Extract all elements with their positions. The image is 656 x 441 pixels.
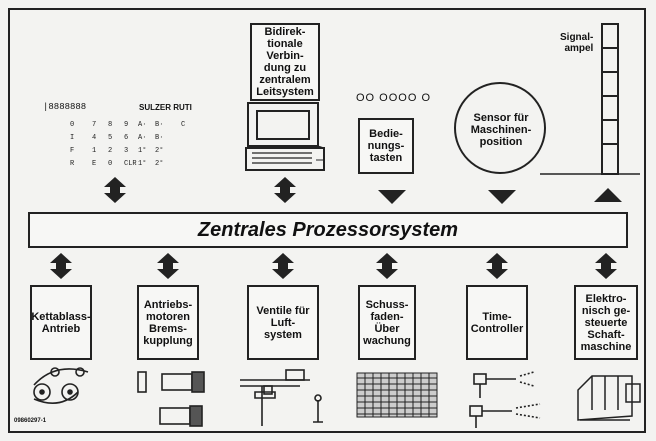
sensor-label: Sensor für Maschinen- position — [470, 112, 532, 148]
bottom-box-schussfaden: Schuss- faden- Über wachung — [358, 285, 416, 360]
terminal-label-box: Bidirek- tionale Verbin- dung zu zentral… — [250, 23, 320, 101]
outer-frame — [8, 8, 646, 433]
bottom-arrows — [50, 253, 617, 279]
panel-display: |8888888 — [43, 102, 87, 112]
bottom-box-kettablass: Kettablass- Antrieb — [30, 285, 92, 360]
keypad-key: 0 — [108, 160, 112, 168]
dobby-machine-icon — [577, 375, 641, 421]
keypad-key: B· — [155, 134, 163, 142]
keypad-key: B· — [155, 121, 163, 129]
keypad-key: 6 — [124, 134, 128, 142]
warp-drive-icon — [33, 367, 89, 404]
time-controller-icon — [469, 371, 541, 428]
keypad-key: A· — [138, 134, 146, 142]
motor-brake-icon — [137, 371, 205, 427]
weft-monitor-icon — [356, 372, 438, 418]
panel-brand: SULZER RUTI — [139, 103, 192, 112]
keypad-key: C — [181, 121, 185, 129]
keypad-key: 0 — [70, 121, 74, 129]
keypad-key: I — [70, 134, 74, 142]
valve-icon — [240, 369, 323, 426]
keypad-key: F — [70, 147, 74, 155]
bottom-box-schaftmaschine: Elektro- nisch ge- steuerte Schaft- masc… — [574, 285, 638, 360]
keypad-key: 1 — [92, 147, 96, 155]
bottom-box-ventile: Ventile für Luft- system — [247, 285, 319, 360]
keypad-key: 8 — [108, 121, 112, 129]
keypad-key: A· — [138, 121, 146, 129]
keypad-key: CLR — [124, 160, 137, 168]
central-processor-box: Zentrales Prozessorsystem — [28, 212, 628, 248]
bottom-box-time-controller: Time- Controller — [466, 285, 528, 360]
control-panel: |8888888 SULZER RUTI — [35, 94, 203, 172]
keypad-key: 9 — [124, 121, 128, 129]
buttons-label-box: Bedie- nungs- tasten — [358, 118, 414, 174]
keypad-key: E — [92, 160, 96, 168]
terminal-icon — [245, 102, 325, 171]
keypad-key: R — [70, 160, 75, 168]
keypad-key: 7 — [92, 121, 96, 129]
top-arrows — [104, 177, 622, 204]
figure-code: 09860297-1 — [14, 418, 47, 424]
signal-tower-icon — [540, 23, 640, 175]
keypad-key: 3 — [124, 147, 128, 155]
keypad-key: 5 — [108, 134, 112, 142]
lamp-indicators: OO OOOO O — [356, 92, 432, 104]
keypad-key: 2° — [155, 146, 163, 155]
signal-label: Signal- ampel — [560, 32, 594, 54]
keypad-key: 2 — [108, 147, 112, 155]
keypad-key: 2° — [155, 159, 163, 168]
bottom-box-antrieb: Antriebs- motoren Brems- kupplung — [137, 285, 199, 360]
sensor-circle — [454, 82, 546, 174]
keypad-key: 1° — [138, 146, 146, 155]
keypad-key: 4 — [92, 134, 96, 142]
keypad-key: 1° — [138, 159, 146, 168]
